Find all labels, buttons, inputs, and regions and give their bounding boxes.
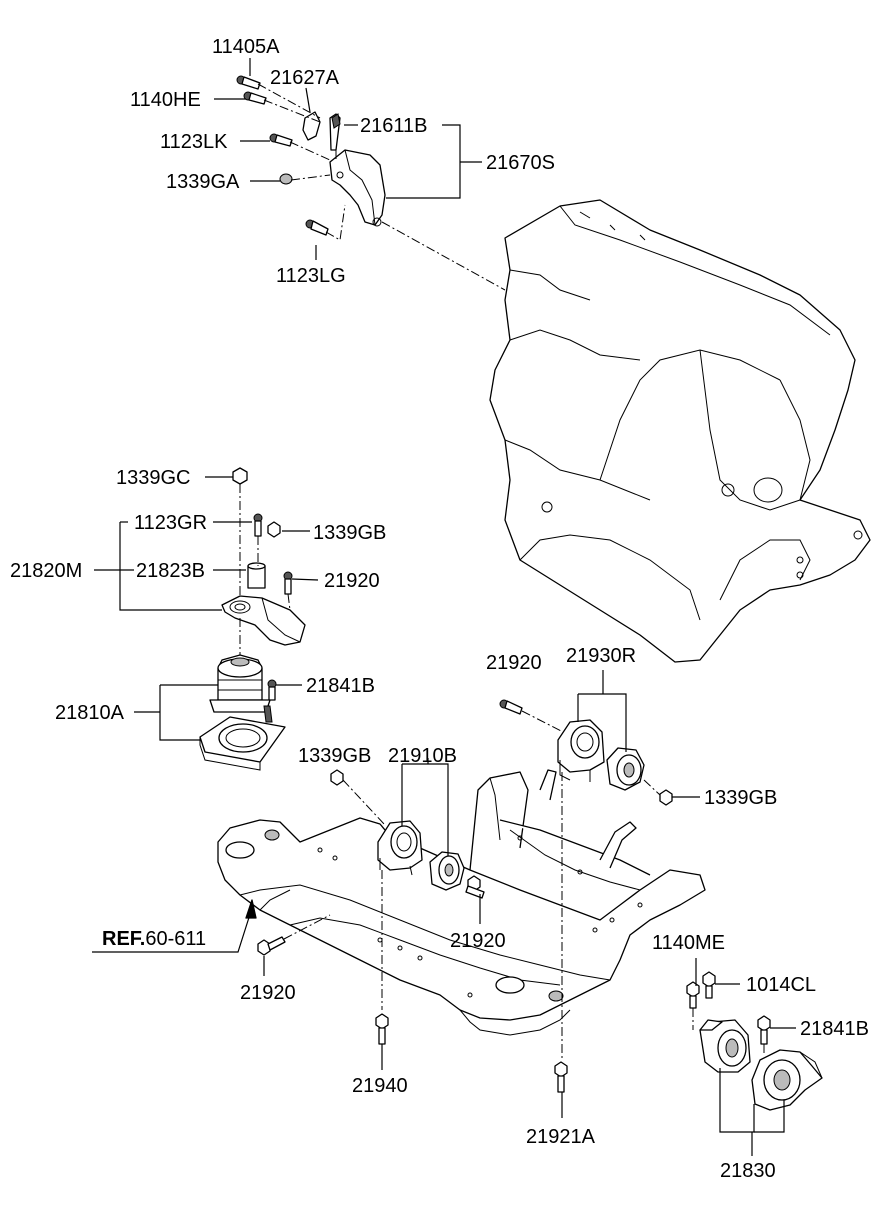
label-21810a: 21810A	[55, 702, 125, 724]
label-1339gc: 1339GC	[116, 467, 191, 489]
bolt-21921a	[554, 1061, 568, 1093]
label-1123gr: 1123GR	[134, 512, 207, 534]
nut-1339gb-upper	[267, 521, 281, 538]
bolt-21920-lower-left	[257, 936, 286, 956]
bolt-1123lg	[305, 219, 329, 236]
bolt-21920-right-top	[499, 699, 523, 715]
label-21820m: 21820M	[10, 560, 82, 582]
label-21611b: 21611B	[360, 115, 427, 137]
mount-21810a	[199, 654, 286, 771]
bolt-21920-left	[283, 571, 293, 595]
mount-21910b	[377, 820, 465, 891]
label-1339gb-right: 1339GB	[704, 787, 777, 809]
bolt-1014cl	[702, 971, 716, 999]
nut-1339gb-center	[330, 769, 344, 786]
nut-1339ga	[279, 173, 293, 185]
mount-21930r	[557, 719, 645, 791]
engine-bracket-21670s	[302, 111, 386, 227]
bolt-1123gr	[253, 513, 263, 537]
bracket-21820m	[221, 595, 306, 646]
label-21823b: 21823B	[136, 560, 205, 582]
subframe	[217, 769, 706, 1036]
label-21910b: 21910B	[388, 745, 457, 767]
label-21670s: 21670S	[486, 152, 555, 174]
label-1140me: 1140ME	[652, 932, 725, 954]
bolt-21841b-left	[267, 679, 277, 701]
label-21841b-left: 21841B	[306, 675, 375, 697]
label-11405a: 11405A	[212, 36, 280, 58]
bolt-11405a	[236, 75, 261, 90]
label-1339gb-upper: 1339GB	[313, 522, 386, 544]
label-21920-left: 21920	[324, 570, 380, 592]
nut-1339gb-right	[659, 789, 673, 806]
label-1339gb-center: 1339GB	[298, 745, 371, 767]
bolt-1140he	[243, 91, 267, 105]
callout-labels: 11405A 21627A 1140HE 21611B 1123LK 21670…	[10, 36, 869, 1182]
label-21627a: 21627A	[270, 67, 340, 89]
label-21930r: 21930R	[566, 645, 636, 667]
label-21830: 21830	[720, 1160, 776, 1182]
bracket-21627a	[302, 111, 321, 141]
bushing-21823b	[247, 562, 266, 589]
ref-arrow	[92, 899, 257, 953]
label-1339ga: 1339GA	[166, 171, 240, 193]
label-ref: REF.60-611	[102, 928, 206, 950]
engine-block	[489, 199, 871, 663]
label-21920-right-top: 21920	[486, 652, 542, 674]
label-21921a: 21921A	[526, 1126, 596, 1148]
label-21841b-right: 21841B	[800, 1018, 869, 1040]
label-1140he: 1140HE	[130, 89, 201, 111]
label-21940: 21940	[352, 1075, 408, 1097]
label-1014cl: 1014CL	[746, 974, 816, 996]
nut-1339gc	[232, 467, 248, 485]
label-1123lg: 1123LG	[276, 265, 346, 287]
label-1123lk: 1123LK	[160, 131, 228, 153]
mount-21830	[699, 1019, 823, 1111]
bolt-1140me	[686, 981, 700, 1009]
bolt-1123lk	[269, 133, 293, 147]
label-21920-center: 21920	[450, 930, 506, 952]
label-21920-lower-left: 21920	[240, 982, 296, 1004]
bolt-21940	[375, 1013, 389, 1045]
bolt-21841b-right	[757, 1015, 771, 1045]
